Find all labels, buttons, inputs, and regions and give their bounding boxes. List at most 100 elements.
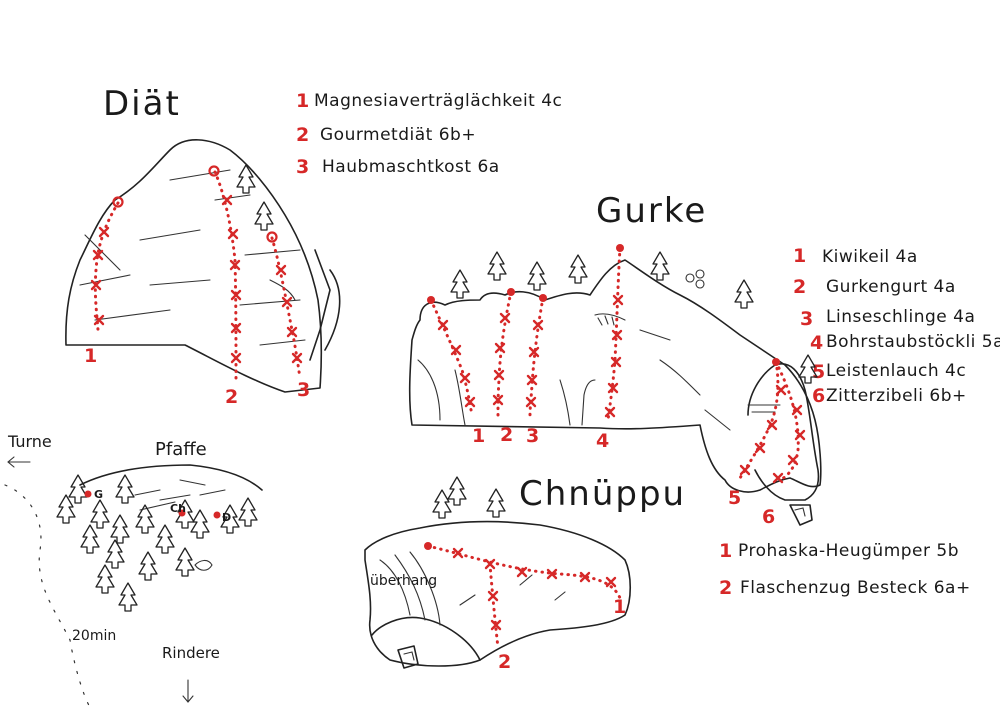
flower-icon xyxy=(685,273,695,283)
diaet-route-1 xyxy=(93,201,120,332)
gurke-route-1 xyxy=(429,298,474,417)
gurke-legend-num-1: 1 xyxy=(793,245,806,267)
arrow-left-icon xyxy=(7,456,31,468)
gurke-base-3: 3 xyxy=(526,425,539,447)
tree-icon xyxy=(432,489,452,519)
map-marker-ch xyxy=(178,509,186,517)
chnuepu-base-1: 1 xyxy=(613,596,626,618)
diaet-base-3: 3 xyxy=(297,379,310,401)
gurke-base-5: 5 xyxy=(728,487,741,509)
chnuepu-base-labels: 1 2 xyxy=(498,596,626,673)
bolt-mark xyxy=(452,547,464,559)
tree-icon xyxy=(110,514,130,544)
tree-icon xyxy=(486,488,506,518)
diaet-legend-name-1: Magnesiaverträglächkeit 4c xyxy=(314,91,562,111)
chnuepu-overhang-label: überhang xyxy=(370,573,437,589)
map-label-rindere: Rindere xyxy=(162,644,220,662)
tree-icon xyxy=(155,524,175,554)
bolt-mark xyxy=(493,369,505,381)
diaet-base-labels: 1 2 3 xyxy=(84,345,310,408)
diaet-belay-2 xyxy=(208,165,220,177)
gurke-belay-3 xyxy=(539,294,547,302)
map-marker-ch-label: Ch xyxy=(170,502,186,515)
gurke-legend-num-4: 4 xyxy=(810,332,823,354)
diaet-section: Diät 1 Magnesiaverträglächkeit 4c 2 Gour… xyxy=(65,84,562,408)
tree-icon xyxy=(450,269,470,299)
map-label-turne: Turne xyxy=(7,432,52,451)
chnuepu-route-lines xyxy=(424,542,622,650)
tree-icon xyxy=(138,551,158,581)
tree-icon xyxy=(115,474,135,504)
tree-icon xyxy=(95,564,115,594)
bolt-mark xyxy=(605,576,617,588)
map-marker-g-label: G xyxy=(94,488,103,501)
bolt-mark xyxy=(227,228,239,240)
bolt-mark xyxy=(739,464,751,476)
diaet-base-1: 1 xyxy=(84,345,97,367)
diaet-legend-num-2: 2 xyxy=(296,124,309,146)
tree-icon xyxy=(90,499,110,529)
gurke-legend-name-5: Leistenlauch 4c xyxy=(826,361,966,381)
gurke-legend-name-4: Bohrstaubstöckli 5a xyxy=(826,332,1000,352)
chnuepu-legend-name-1: Prohaska-Heugümper 5b xyxy=(738,541,959,561)
chnuepu-legend-num-2: 2 xyxy=(719,577,732,599)
gurke-legend-name-3: Linseschlinge 4a xyxy=(826,307,975,327)
gurke-route-6 xyxy=(774,360,800,482)
bolt-mark xyxy=(275,264,287,276)
gurke-base-6: 6 xyxy=(762,506,775,528)
gurke-legend-num-3: 3 xyxy=(800,308,813,330)
overview-map: Turne Pfaffe 20min Rindere xyxy=(4,432,263,707)
gurke-legend-name-1: Kiwikeil 4a xyxy=(822,247,918,267)
chnuepu-section: Chnüppu 1 Prohaska-Heugümper 5b 2 Flasch… xyxy=(364,474,970,673)
bolt-mark xyxy=(499,312,511,324)
gurke-legend-num-6: 6 xyxy=(812,385,825,407)
flower-icon xyxy=(695,279,705,289)
arrow-down-icon xyxy=(182,679,194,703)
diaet-belay-3 xyxy=(266,231,278,243)
tree-icon xyxy=(734,279,754,309)
gurke-rock xyxy=(408,259,822,526)
chnuepu-base-2: 2 xyxy=(498,651,511,673)
map-label-time: 20min xyxy=(72,628,116,644)
bolt-mark xyxy=(98,226,110,238)
tree-icon xyxy=(80,524,100,554)
gurke-base-2: 2 xyxy=(500,424,513,446)
chnuepu-belay-1 xyxy=(424,542,432,550)
tree-icon xyxy=(650,251,670,281)
diaet-legend-num-1: 1 xyxy=(296,90,309,112)
diaet-rock xyxy=(65,139,341,393)
chnuepu-route-2 xyxy=(488,562,500,650)
bolt-mark xyxy=(221,194,233,206)
bolt-mark xyxy=(459,372,471,384)
tree-icon xyxy=(68,474,88,504)
boulder-icon xyxy=(194,559,213,571)
diaet-route-lines xyxy=(90,165,303,380)
flower-icon xyxy=(695,269,705,279)
gurke-legend-name-6: Zitterzibeli 6b+ xyxy=(826,386,967,406)
approach-path xyxy=(4,484,91,707)
tree-icon xyxy=(175,547,195,577)
gurke-base-4: 4 xyxy=(596,430,609,452)
tree-icon xyxy=(254,201,274,231)
chnuepu-trees xyxy=(432,476,506,519)
tree-icon xyxy=(56,494,76,524)
bolt-mark xyxy=(281,296,293,308)
gurke-trees xyxy=(450,251,818,384)
bolt-mark xyxy=(612,294,624,306)
bolt-mark xyxy=(487,590,499,602)
map-marker-d-label: D xyxy=(222,511,231,524)
gurke-belay-2 xyxy=(507,288,515,296)
gurke-legend-num-2: 2 xyxy=(793,276,806,298)
gurke-route-lines xyxy=(427,244,806,484)
gurke-legend-name-2: Gurkengurt 4a xyxy=(826,277,956,297)
gurke-route-3 xyxy=(528,296,545,417)
bolt-mark xyxy=(794,429,806,441)
bolt-mark xyxy=(787,454,799,466)
gurke-legend: 1 Kiwikeil 4a 2 Gurkengurt 4a 3 Linsesch… xyxy=(793,245,1000,407)
tree-icon xyxy=(527,261,547,291)
gurke-title: Gurke xyxy=(596,191,707,231)
bolt-mark xyxy=(775,384,787,396)
bolt-mark xyxy=(230,352,242,364)
tree-icon xyxy=(118,582,138,612)
